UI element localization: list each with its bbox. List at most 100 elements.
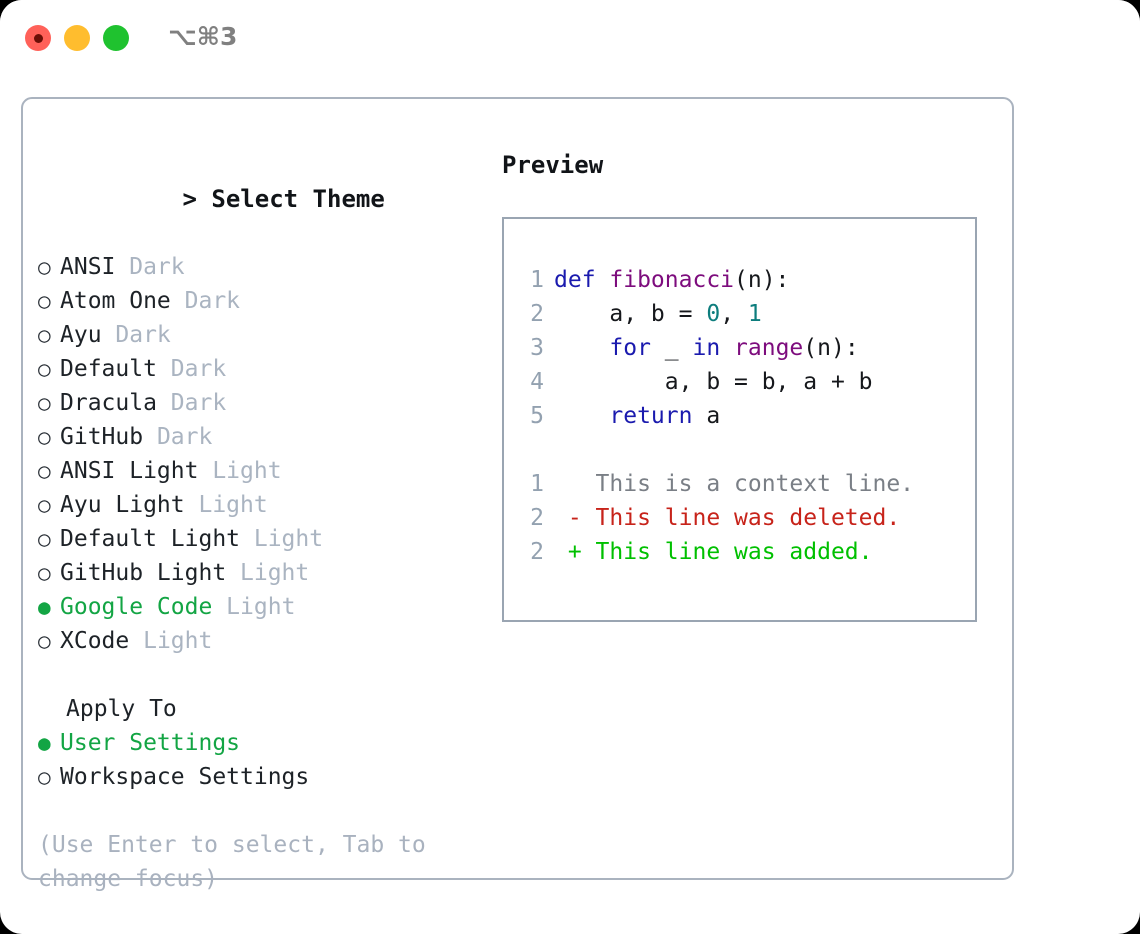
apply-to-option-label: Workspace Settings bbox=[60, 764, 310, 790]
theme-option-variant: Dark bbox=[156, 356, 227, 382]
theme-option-dracula[interactable]: ○ Dracula Dark bbox=[38, 386, 508, 420]
line-number: 4 bbox=[530, 369, 544, 395]
select-theme-label: Select Theme bbox=[211, 185, 385, 213]
diff-line-text: + This line was added. bbox=[554, 539, 873, 565]
theme-option-ayu-light[interactable]: ○ Ayu Light Light bbox=[38, 488, 508, 522]
theme-option-variant: Dark bbox=[101, 322, 171, 348]
code-token-fn: range bbox=[734, 335, 804, 361]
apply-to-heading: Apply To bbox=[66, 696, 177, 722]
line-number: 2 bbox=[530, 539, 544, 565]
theme-option-ayu[interactable]: ○Ayu Dark bbox=[38, 318, 508, 352]
theme-option-google-code[interactable]: ●Google Code Light bbox=[38, 590, 508, 624]
window-controls bbox=[25, 25, 129, 51]
code-token-kw: for bbox=[609, 335, 651, 361]
code-line: 1 def fibonacci(n): bbox=[518, 263, 975, 297]
radio-unselected-icon: ○ bbox=[38, 289, 51, 313]
theme-option-label: Ayu Light bbox=[60, 492, 185, 518]
radio-unselected-icon: ○ bbox=[38, 765, 51, 789]
theme-option-atom-one[interactable]: ○Atom One Dark bbox=[38, 284, 508, 318]
code-line: 4 a, b = b, a + b bbox=[518, 365, 975, 399]
minimize-button-icon[interactable] bbox=[64, 25, 90, 51]
close-button-icon[interactable] bbox=[25, 25, 51, 51]
theme-option-variant: Light bbox=[226, 560, 310, 586]
theme-option-variant: Light bbox=[184, 492, 268, 518]
theme-option-label: Google Code bbox=[60, 594, 213, 620]
theme-option-variant: Dark bbox=[143, 424, 213, 450]
code-token-punc: (n): bbox=[734, 267, 790, 293]
theme-option-xcode[interactable]: ○ XCode Light bbox=[38, 624, 508, 658]
theme-option-label: Ayu bbox=[60, 322, 102, 348]
theme-option-default[interactable]: ○Default Dark bbox=[38, 352, 508, 386]
diff-line-del: 2 - This line was deleted. bbox=[518, 501, 975, 535]
radio-selected-icon: ● bbox=[38, 731, 51, 755]
theme-option-ansi-light[interactable]: ○ ANSI Light Light bbox=[38, 454, 508, 488]
select-theme-heading: > Select Theme bbox=[38, 148, 508, 250]
title-bar: ⌥⌘3 bbox=[0, 0, 1140, 78]
theme-option-github[interactable]: ○GitHub Dark bbox=[38, 420, 508, 454]
code-token-txt: a, b = b, a + b bbox=[554, 369, 873, 395]
line-number: 2 bbox=[530, 301, 544, 327]
radio-unselected-icon: ○ bbox=[38, 527, 51, 551]
radio-unselected-icon: ○ bbox=[38, 493, 51, 517]
code-token-punc: (n): bbox=[803, 335, 859, 361]
recording-dot-icon bbox=[33, 33, 43, 43]
spacer bbox=[518, 433, 975, 467]
theme-option-variant: Light bbox=[198, 458, 282, 484]
code-token-fn: fibonacci bbox=[609, 267, 735, 293]
theme-option-variant: Dark bbox=[115, 254, 185, 280]
radio-unselected-icon: ○ bbox=[38, 629, 51, 653]
line-number: 1 bbox=[530, 267, 544, 293]
diff-sample: 1 This is a context line.2 - This line w… bbox=[518, 467, 975, 569]
maximize-button-icon[interactable] bbox=[103, 25, 129, 51]
apply-to-option-label: User Settings bbox=[60, 730, 241, 756]
theme-option-variant: Light bbox=[240, 526, 324, 552]
code-line: 2 a, b = 0, 1 bbox=[518, 297, 975, 331]
caret-icon: > bbox=[182, 185, 197, 213]
theme-option-label: XCode bbox=[60, 628, 130, 654]
code-token-txt bbox=[554, 403, 609, 429]
preview-heading: Preview bbox=[502, 151, 604, 179]
code-token-txt: _ bbox=[650, 335, 693, 361]
line-number: 3 bbox=[530, 335, 544, 361]
keyboard-hint-text: (Use Enter to select, Tab to change focu… bbox=[38, 832, 426, 892]
radio-unselected-icon: ○ bbox=[38, 425, 51, 449]
theme-option-variant: Light bbox=[212, 594, 296, 620]
code-token-kw: in bbox=[692, 335, 721, 361]
diff-line-ctx: 1 This is a context line. bbox=[518, 467, 975, 501]
theme-option-variant: Dark bbox=[170, 288, 241, 314]
theme-option-label: GitHub Light bbox=[60, 560, 227, 586]
diff-line-text: - This line was deleted. bbox=[554, 505, 901, 531]
theme-list: ○ANSI Dark○Atom One Dark○Ayu Dark○Defaul… bbox=[38, 250, 508, 658]
theme-option-github-light[interactable]: ○ GitHub Light Light bbox=[38, 556, 508, 590]
radio-unselected-icon: ○ bbox=[38, 255, 51, 279]
line-number: 1 bbox=[530, 471, 544, 497]
code-token-txt: a, b = bbox=[554, 301, 707, 327]
theme-option-variant: Dark bbox=[156, 390, 227, 416]
apply-to-option-user-settings[interactable]: ● User Settings bbox=[38, 726, 508, 760]
code-token-kw: return bbox=[609, 403, 693, 429]
theme-option-default-light[interactable]: ○Default Light Light bbox=[38, 522, 508, 556]
code-line: 5 return a bbox=[518, 399, 975, 433]
radio-unselected-icon: ○ bbox=[38, 391, 51, 415]
theme-option-variant: Light bbox=[129, 628, 213, 654]
radio-unselected-icon: ○ bbox=[38, 561, 51, 585]
line-number: 2 bbox=[530, 505, 544, 531]
theme-option-label: ANSI Light bbox=[60, 458, 199, 484]
code-token-txt bbox=[720, 335, 734, 361]
keyboard-shortcut-label: ⌥⌘3 bbox=[168, 22, 238, 51]
radio-unselected-icon: ○ bbox=[38, 459, 51, 483]
code-token-kw: def bbox=[554, 267, 610, 293]
diff-line-add: 2 + This line was added. bbox=[518, 535, 975, 569]
apply-to-option-workspace-settings[interactable]: ○ Workspace Settings bbox=[38, 760, 508, 794]
theme-option-label: Dracula bbox=[60, 390, 157, 416]
theme-picker-column: > Select Theme ○ANSI Dark○Atom One Dark○… bbox=[38, 148, 508, 896]
code-token-txt: , bbox=[720, 301, 748, 327]
theme-option-label: ANSI bbox=[60, 254, 116, 280]
theme-option-ansi[interactable]: ○ ANSI Dark bbox=[38, 250, 508, 284]
apply-to-list: ● User Settings ○ Workspace Settings bbox=[38, 726, 508, 794]
code-token-txt bbox=[554, 335, 609, 361]
code-token-num: 0 bbox=[706, 301, 721, 327]
